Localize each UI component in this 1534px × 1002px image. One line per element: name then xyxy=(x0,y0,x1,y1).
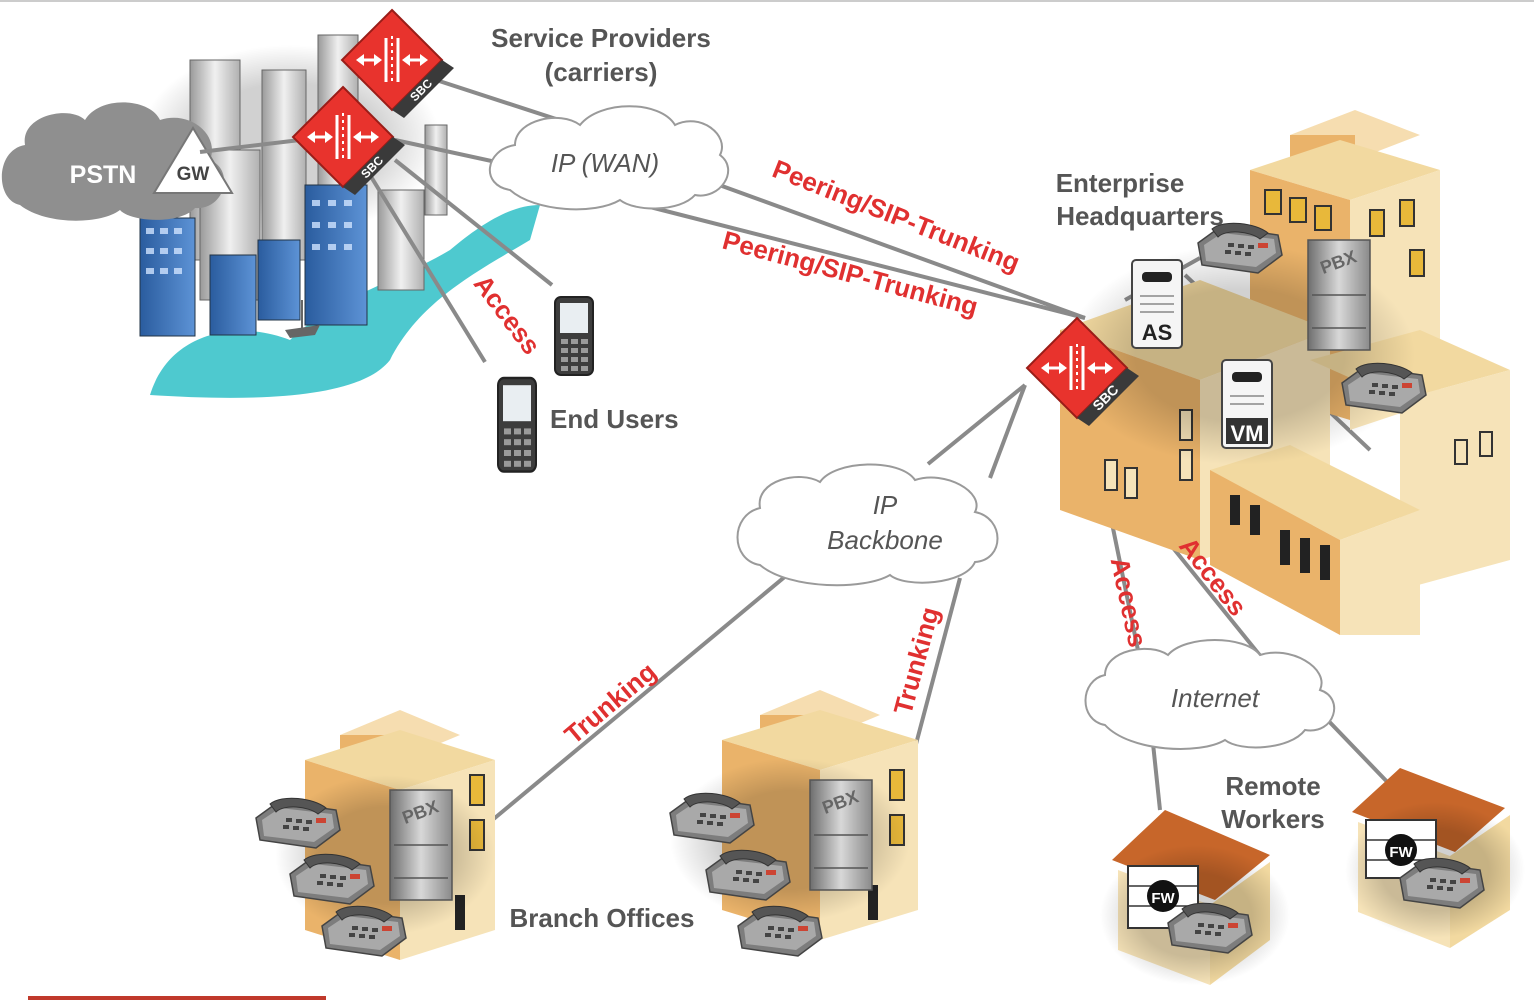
svg-text:FW: FW xyxy=(1151,890,1175,907)
water-area xyxy=(150,205,540,398)
as-label: AS xyxy=(1142,320,1173,345)
cloud-icon xyxy=(1084,639,1336,750)
ip-backbone-cloud: IP Backbone xyxy=(736,463,999,587)
access-remote-label-1: Access xyxy=(1105,554,1153,649)
vm-label: VM xyxy=(1231,421,1264,446)
pbx-server-icon: PBX xyxy=(1307,239,1371,351)
mobile-phone-icon xyxy=(496,376,538,473)
cloud-icon xyxy=(736,463,999,587)
pstn-label: PSTN xyxy=(70,161,137,189)
ip-wan-label: IP (WAN) xyxy=(551,148,659,178)
internet-cloud: Internet xyxy=(1084,639,1336,750)
pbx-server-icon: PBX xyxy=(809,779,873,891)
ip-backbone-label-line2: Backbone xyxy=(827,525,943,555)
remote-workers-label-line1: Remote xyxy=(1225,771,1320,801)
trunking-label-1: Trunking xyxy=(559,656,662,750)
gateway-label: GW xyxy=(177,164,210,185)
mobile-phone-icon xyxy=(554,296,594,376)
end-users-label: End Users xyxy=(550,404,679,434)
service-providers-label-line2: (carriers) xyxy=(545,57,658,87)
bottom-accent-bar xyxy=(28,996,326,1000)
enterprise-hq-label-line2: Headquarters xyxy=(1056,201,1224,231)
internet-label: Internet xyxy=(1171,683,1261,713)
gateway-icon: GW xyxy=(152,126,234,194)
pbx-server-icon: PBX xyxy=(389,789,453,901)
ip-backbone-label-line1: IP xyxy=(873,490,898,520)
cloud-icon xyxy=(489,105,730,211)
access-end-users-label: Access xyxy=(468,269,547,360)
ip-wan-cloud: IP (WAN) xyxy=(489,105,730,211)
enterprise-hq-label-line1: Enterprise xyxy=(1056,168,1185,198)
branch-offices-label: Branch Offices xyxy=(510,903,695,933)
remote-workers-label-line2: Workers xyxy=(1221,804,1325,834)
service-providers-label-line1: Service Providers xyxy=(491,23,711,53)
voicemail-server-icon: VM xyxy=(1221,359,1273,449)
svg-text:FW: FW xyxy=(1389,844,1413,861)
application-server-icon: AS xyxy=(1131,259,1183,349)
